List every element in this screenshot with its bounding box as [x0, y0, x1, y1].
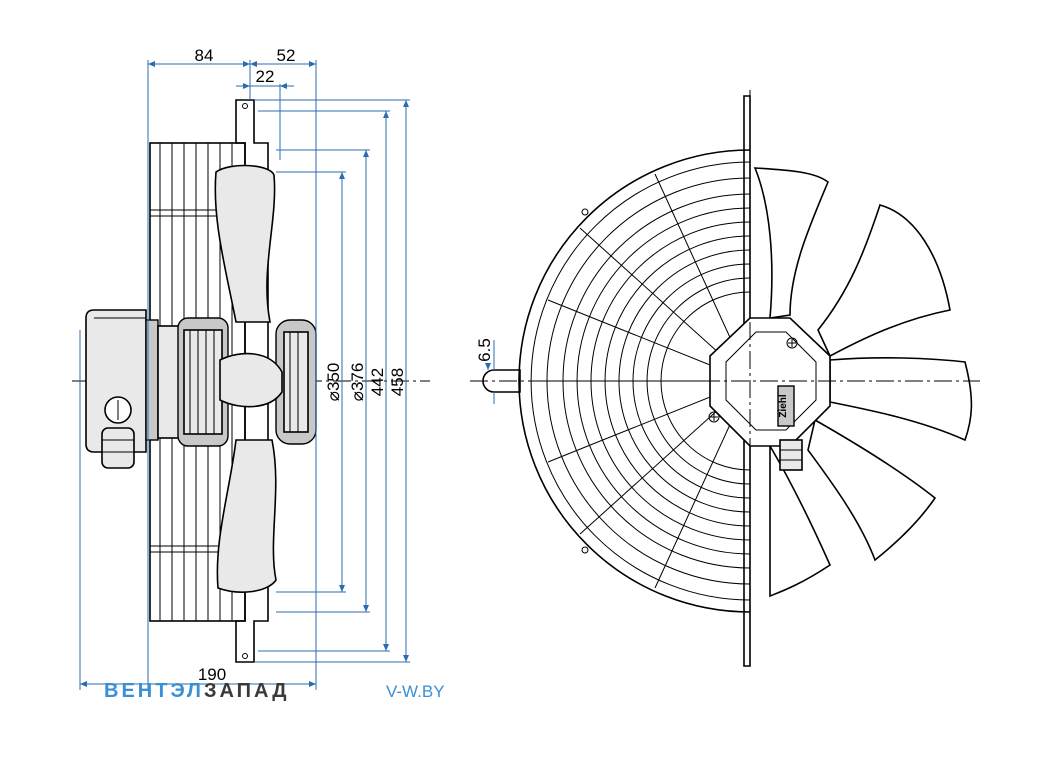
dim-458-label: 458: [388, 368, 407, 396]
front-view: 6.5 Ziehl: [470, 90, 980, 670]
motor-body: [157, 317, 317, 447]
motor-label: Ziehl: [778, 394, 789, 418]
blades-side: [214, 164, 283, 593]
manufacturer-logo: [777, 385, 795, 427]
cable-gland-front-icon: [779, 439, 803, 471]
blades-front: [753, 167, 973, 598]
mounting-slot: [482, 340, 521, 404]
side-dimensions: [79, 60, 410, 690]
dim-6-5-label: 6.5: [475, 338, 494, 362]
terminal-box: [85, 309, 159, 469]
brand-logo: ВЕНТЭЛЗАПАД V-W.BY: [104, 680, 445, 702]
dim-22-label: 22: [256, 67, 275, 86]
dim-190-label: 190: [198, 665, 226, 684]
dim-376-label: ⌀376: [348, 363, 367, 402]
dim-52-label: 52: [277, 46, 296, 65]
dim-84-label: 84: [195, 46, 214, 65]
side-view: 84 52 22 190 ⌀350 ⌀376 442 458: [72, 46, 430, 690]
screw-icon: [708, 411, 720, 423]
svg-text:ВЕНТЭЛЗАПАД: ВЕНТЭЛЗАПАД: [104, 680, 289, 702]
dim-350-label: ⌀350: [324, 363, 343, 402]
brand-part1: ВЕНТЭЛ: [104, 680, 204, 702]
brand-url: V-W.BY: [386, 682, 445, 701]
screw-icon: [786, 337, 798, 349]
brand-part2: ЗАПАД: [204, 680, 290, 702]
dim-442-label: 442: [368, 368, 387, 396]
motor-hub: Ziehl: [708, 317, 831, 471]
